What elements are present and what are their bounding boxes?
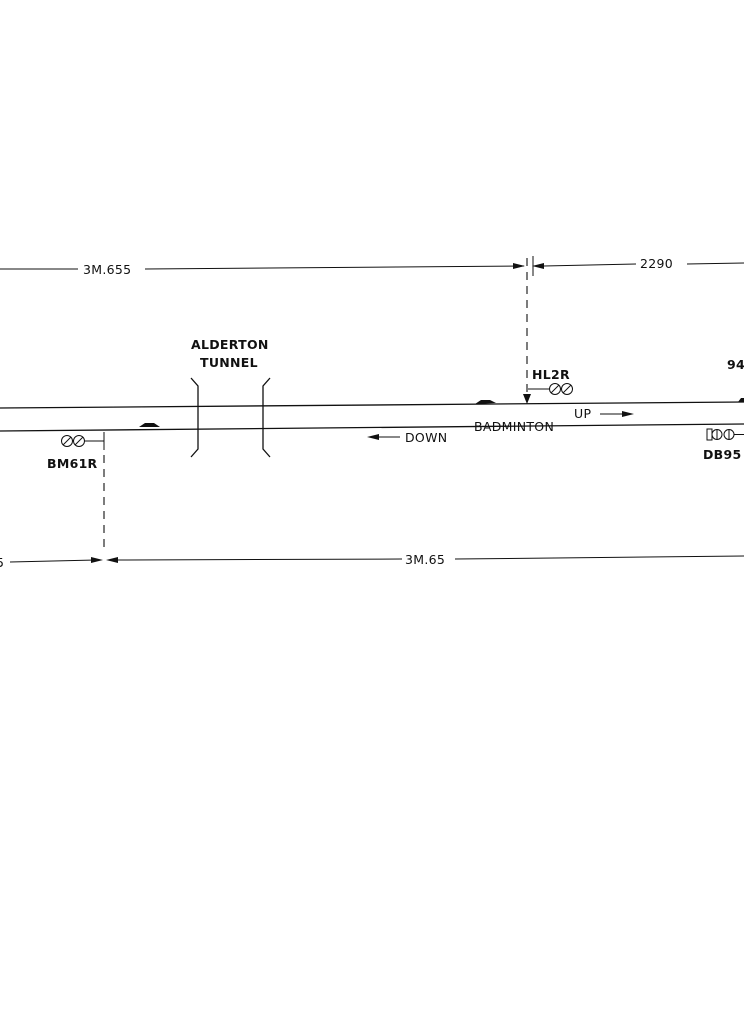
top-dimension-line (0, 262, 744, 270)
signal-head-icon (706, 428, 713, 441)
tunnel-portal-right (262, 377, 271, 458)
dimension-arrow-left (106, 557, 118, 563)
signal-bm61r (61, 432, 105, 450)
bottom-dimension-line (9, 555, 744, 563)
dimension-arrow-left (532, 263, 544, 269)
signal-label-hl2r: HL2R (532, 367, 570, 382)
down-main-line (0, 423, 744, 432)
dimension-arrow-right (513, 263, 525, 269)
signal-label-db95: DB95 (703, 447, 742, 462)
location-name: BADMINTON (474, 419, 554, 434)
signal-label-bm61r: BM61R (47, 456, 98, 471)
tunnel-portal-left (190, 377, 199, 458)
signal-label-edge-partial: 94 (727, 357, 744, 372)
dimension-label-bottom-left-partial: 5 (0, 555, 4, 570)
signal-lamp-icon (561, 383, 573, 395)
up-main-line (0, 401, 744, 409)
signal-lamp-icon (549, 383, 561, 395)
tunnel-name-line1: ALDERTON (191, 337, 269, 352)
signal-lamp-icon (73, 435, 85, 447)
tunnel-name-line2: TUNNEL (200, 355, 258, 370)
track-marker-down (139, 423, 160, 427)
dimension-label-bottom-center: 3M.65 (405, 552, 445, 567)
dimension-arrow-right (91, 557, 103, 563)
direction-label-up: UP (574, 406, 591, 421)
arrow-left-icon (367, 434, 379, 440)
signal-db95 (706, 428, 744, 441)
dimension-label-top-right: 2290 (640, 256, 673, 271)
signal-hl2r (528, 383, 573, 395)
signal-lamp-icon (61, 435, 73, 447)
track-marker-up (475, 400, 496, 404)
alderton-tunnel (190, 377, 271, 458)
hl2r-arrow (523, 394, 531, 404)
track-marker-edge (738, 398, 744, 402)
arrow-right-icon (622, 411, 634, 417)
dimension-label-top-left: 3M.655 (83, 262, 131, 277)
direction-label-down: DOWN (405, 430, 447, 445)
